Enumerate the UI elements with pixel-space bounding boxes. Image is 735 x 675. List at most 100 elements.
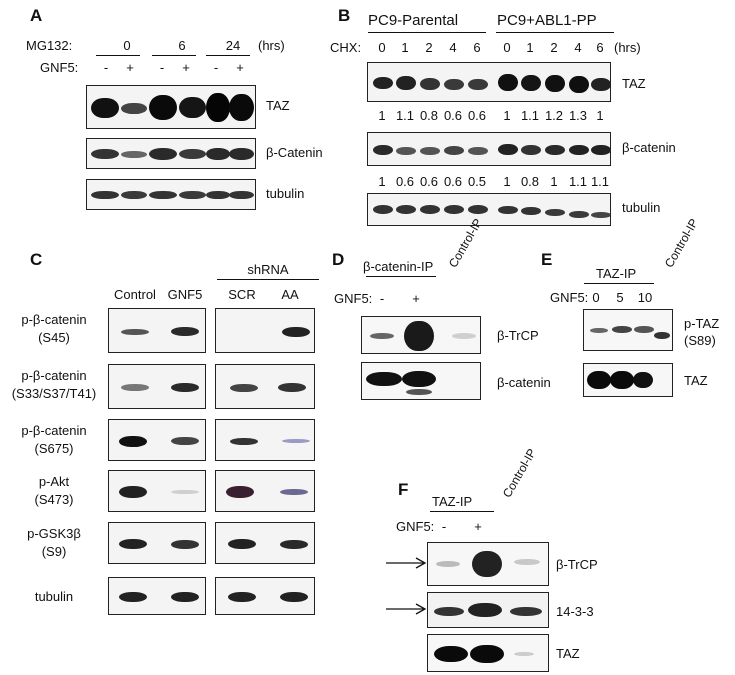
band: [444, 146, 464, 155]
chx-time: 6: [473, 40, 481, 55]
band: [569, 145, 589, 155]
col-scr: SCR: [228, 287, 256, 302]
band: [119, 486, 147, 498]
c-row-label: p-β-catenin: [21, 368, 87, 383]
band: [171, 592, 199, 602]
band: [230, 437, 258, 445]
blot-b-label-taz: TAZ: [622, 76, 646, 91]
f-gnf5-sign: +: [474, 519, 482, 534]
mg132-time-6: 6: [178, 38, 186, 53]
group-abl1-underline: [496, 32, 614, 33]
band: [228, 592, 256, 602]
col-aa: AA: [281, 287, 299, 302]
group-parental: PC9-Parental: [368, 12, 459, 29]
band: [545, 145, 565, 155]
catenin-quant-value: 1.1: [590, 174, 610, 189]
panel-b-label: B: [338, 6, 351, 25]
taz-quant-value: 1: [378, 108, 386, 123]
band: [121, 384, 149, 391]
band: [396, 205, 416, 214]
c-blot: [215, 308, 315, 353]
c-blot: [215, 522, 315, 564]
d-ip-underline: [366, 276, 436, 277]
mg132-underline-24: [206, 55, 250, 56]
catenin-quant-value: 1: [503, 174, 511, 189]
gnf5-sign: -: [103, 60, 109, 75]
c-row-sublabel: (S45): [38, 330, 70, 345]
band: [119, 592, 147, 602]
chx-label: CHX:: [330, 40, 362, 55]
chx-time: 2: [550, 40, 558, 55]
blot-a-catenin: [86, 138, 256, 169]
e-dose: 5: [616, 290, 624, 305]
band: [591, 78, 610, 91]
c-row-label: p-β-catenin: [21, 423, 87, 438]
catenin-quant-value: 0.8: [520, 174, 540, 189]
band: [280, 592, 308, 602]
band: [373, 205, 393, 214]
catenin-quant-value: 0.6: [419, 174, 439, 189]
blot-e-label-taz: TAZ: [684, 373, 708, 388]
blot-a-tubulin: [86, 179, 256, 210]
band: [569, 76, 589, 93]
d-gnf5-sign: -: [379, 291, 385, 306]
blot-d-trcp: [361, 316, 481, 354]
e-control-ip: Control-IP: [661, 216, 702, 270]
arrow-1433: [386, 603, 427, 615]
band: [396, 147, 416, 155]
chx-time: 0: [503, 40, 511, 55]
c-row-sublabel: (S675): [34, 441, 74, 456]
blot-f-label-taz: TAZ: [556, 646, 580, 661]
panel-d-label: D: [332, 250, 345, 269]
shrna-label: shRNA: [247, 262, 289, 277]
f-gnf5-sign: -: [441, 519, 447, 534]
c-blot: [108, 364, 206, 409]
group-parental-underline: [368, 32, 486, 33]
mg132-label: MG132:: [26, 38, 73, 53]
col-control: Control: [114, 287, 156, 302]
band: [420, 147, 440, 155]
chx-time: 1: [526, 40, 534, 55]
e-dose: 10: [637, 290, 653, 305]
mg132-underline-0: [96, 55, 140, 56]
panel-e-label: E: [541, 250, 553, 269]
c-blot: [215, 470, 315, 512]
c-blot: [108, 522, 206, 564]
blot-b-label-catenin: β-catenin: [622, 140, 676, 155]
taz-quant-value: 0.6: [443, 108, 463, 123]
c-blot: [108, 470, 206, 512]
blot-e-taz: [583, 363, 673, 397]
c-blot: [108, 308, 206, 353]
blot-f-taz: [427, 634, 549, 672]
blot-b-catenin: [367, 132, 611, 166]
band: [591, 145, 610, 155]
gnf5-sign: +: [236, 60, 244, 75]
blot-b-tubulin: [367, 193, 611, 226]
blot-d-label-trcp: β-TrCP: [497, 328, 539, 343]
panel-c-label: C: [30, 250, 43, 269]
e-ip-underline: [584, 283, 654, 284]
mg132-time-24: 24: [225, 38, 241, 53]
gnf5-label-a: GNF5:: [40, 60, 79, 75]
band: [420, 78, 440, 90]
chx-time: 6: [596, 40, 604, 55]
band: [521, 207, 541, 215]
mg132-hrs: (hrs): [258, 38, 285, 53]
chx-time: 4: [449, 40, 457, 55]
blot-d-catenin: [361, 362, 481, 400]
band: [226, 486, 254, 498]
c-row-label: p-β-catenin: [21, 312, 87, 327]
gnf5-sign: +: [182, 60, 190, 75]
blot-d-label-catenin: β-catenin: [497, 375, 551, 390]
catenin-quant-value: 0.6: [443, 174, 463, 189]
c-blot: [108, 577, 206, 615]
chx-time: 0: [378, 40, 386, 55]
blot-f-label-1433: 14-3-3: [556, 604, 594, 619]
band: [468, 79, 488, 90]
band: [119, 435, 147, 447]
band: [521, 145, 541, 155]
c-row-label: p-GSK3β: [27, 526, 81, 541]
blot-a-label-tubulin: tubulin: [266, 186, 305, 201]
band: [171, 437, 199, 445]
taz-quant-value: 1.3: [568, 108, 588, 123]
